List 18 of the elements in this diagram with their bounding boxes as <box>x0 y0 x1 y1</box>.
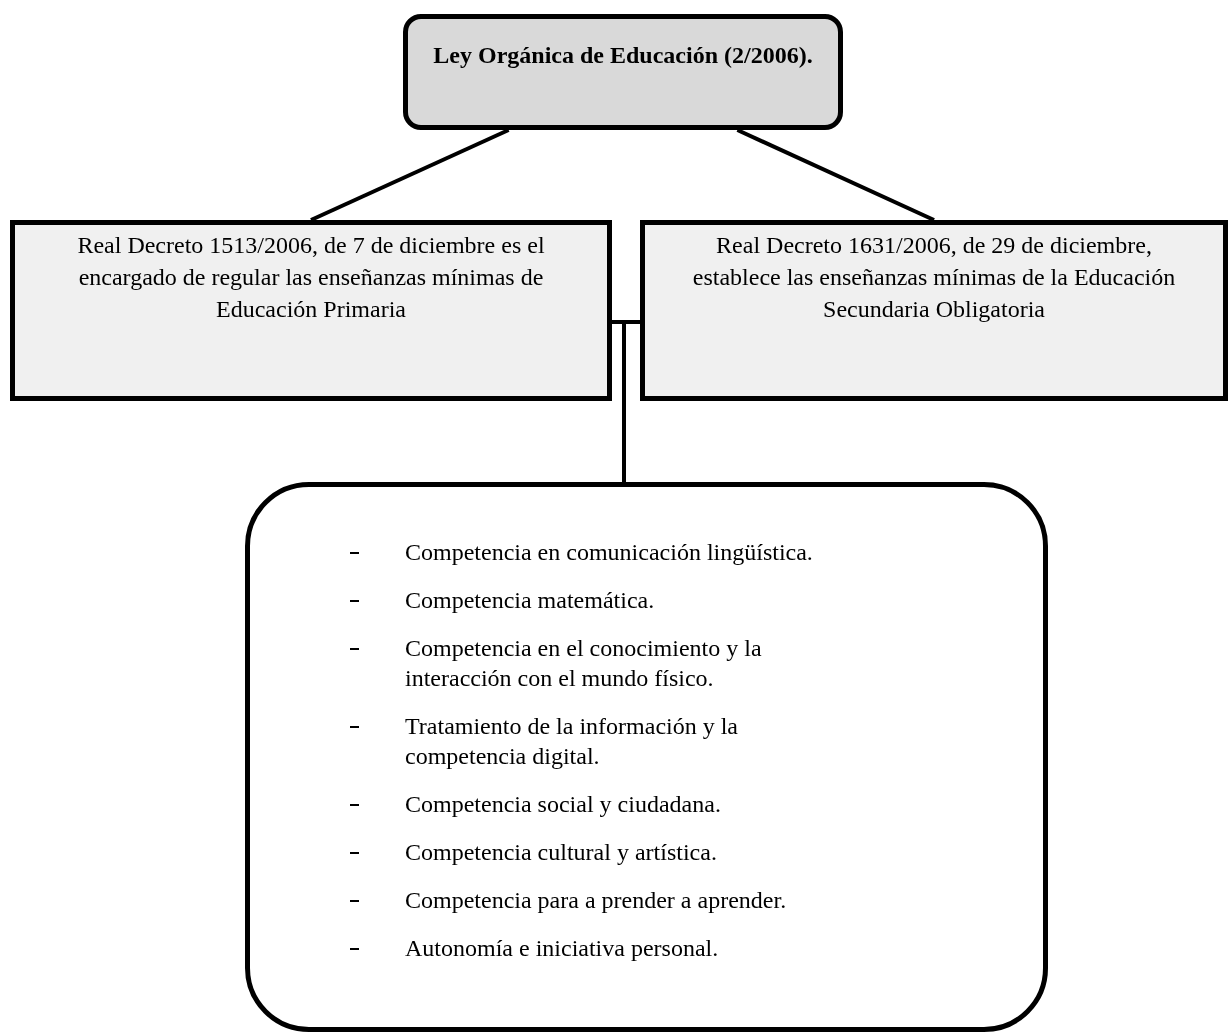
list-item-text: Competencia cultural y artística. <box>405 838 718 867</box>
list-item-text: Autonomía e iniciativa personal. <box>405 934 720 963</box>
rounded-list-box <box>245 482 1048 1032</box>
decree-box <box>10 220 612 401</box>
decree-text: Real Decreto 1631/2006, de 29 de diciembre, establece las enseñanzas mínimas de la Educación Secundaria Obligatoria <box>691 231 1177 324</box>
list-item-text: Competencia matemática. <box>405 586 656 615</box>
connector-line <box>310 128 510 222</box>
title-text: Ley Orgánica de Educación (2/2006). <box>433 41 813 70</box>
rounded-title-box <box>403 14 843 130</box>
list-item-text: Competencia en comunicación lingüística. <box>405 538 814 567</box>
list-item-text: Competencia para a prender a aprender. <box>405 886 788 915</box>
connector-line <box>736 128 935 222</box>
decree-box <box>640 220 1228 401</box>
connector-line <box>622 320 640 482</box>
list-item-text: Competencia en el conocimiento y la interacción con el mundo físico. <box>405 634 763 693</box>
list-item-text: Tratamiento de la información y la competencia digital. <box>405 712 740 771</box>
list-item-text: Competencia social y ciudadana. <box>405 790 722 819</box>
decree-text: Real Decreto 1513/2006, de 7 de diciembre es el encargado de regular las enseñanzas mínimas de Educación Primaria <box>76 231 546 324</box>
